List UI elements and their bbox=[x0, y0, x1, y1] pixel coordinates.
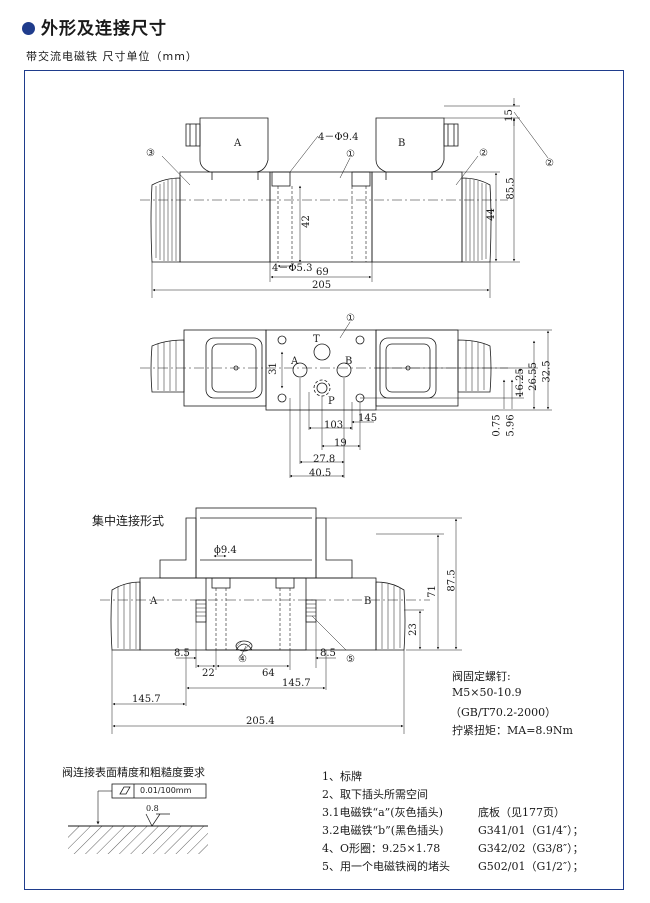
view3-dim-8-5-right: 8.5 bbox=[320, 648, 336, 659]
subplate-section-title: 集中连接形式 bbox=[92, 514, 165, 528]
view3-dim-71: 71 bbox=[426, 585, 438, 598]
note-3-left: 3.1电磁铁“a”(灰色插头) bbox=[322, 806, 443, 819]
view1-dim-69: 69 bbox=[316, 267, 329, 278]
left-coil-knurl bbox=[150, 177, 181, 263]
view1-dim-205: 205 bbox=[312, 280, 332, 291]
view3-dim-145-7-top: 145.7 bbox=[282, 678, 311, 689]
view3-dim-22: 22 bbox=[202, 668, 215, 679]
note-5-right: G342/02（G3/8″）； bbox=[478, 842, 584, 855]
view2-dim-5-96: 5.96 bbox=[505, 414, 517, 437]
view1-callout-2: ② bbox=[545, 158, 554, 169]
port-p-label: P bbox=[328, 396, 335, 407]
view2-dim-103: 103 bbox=[324, 420, 344, 431]
page-title: 外形及连接尺寸 bbox=[22, 14, 167, 39]
left-solenoid-body bbox=[179, 171, 271, 263]
view-top bbox=[140, 321, 552, 478]
view1-coil-a-label: A bbox=[234, 138, 242, 149]
roughness-value: 0.8 bbox=[146, 804, 159, 813]
view3-dim-205-4: 205.4 bbox=[246, 716, 275, 727]
view1-dim-15: 15 bbox=[503, 109, 515, 122]
bullet-dot bbox=[22, 22, 35, 35]
view1-callout-2-coil: ② bbox=[479, 148, 488, 159]
right-solenoid-body bbox=[371, 171, 463, 263]
screw-info-torque: 拧紧扭矩：MA=8.9Nm bbox=[452, 724, 573, 737]
page-subtitle: 带交流电磁铁 尺寸单位（mm） bbox=[26, 50, 198, 63]
surface-spec bbox=[68, 783, 208, 854]
screw-info-standard: （GB/T70.2-2000） bbox=[450, 706, 557, 719]
drawing-frame bbox=[24, 70, 624, 890]
flatness-value: 0.01/100mm bbox=[140, 786, 192, 795]
view1-coil-b-label: B bbox=[398, 138, 406, 149]
view2-dim-0-75: 0.75 bbox=[491, 414, 503, 437]
screw-info-spec: M5×50-10.9 bbox=[452, 686, 522, 699]
view3-dim-64: 64 bbox=[262, 668, 275, 679]
right-coil-knurl bbox=[461, 177, 492, 263]
view1-dim-44: 44 bbox=[485, 208, 497, 221]
view3-coil-b-label: B bbox=[364, 596, 372, 607]
view1-hole-label: 4－Φ9.4 bbox=[318, 132, 359, 143]
view3-dim-23: 23 bbox=[407, 623, 419, 636]
view2-callout-1: ① bbox=[346, 313, 355, 324]
valve-body-side bbox=[269, 171, 373, 263]
note-4-right: G341/01（G1/4″）； bbox=[478, 824, 584, 837]
view2-dim-31: 31 bbox=[267, 362, 279, 375]
left-plug bbox=[199, 117, 269, 173]
view-side bbox=[140, 98, 549, 298]
view3-coil-a-label: A bbox=[150, 596, 158, 607]
view1-dim-42: 42 bbox=[300, 215, 312, 228]
view2-dim-16-25: 16.25 bbox=[514, 368, 526, 397]
note-1-left: 1、标牌 bbox=[322, 770, 362, 783]
page-title-text: 外形及连接尺寸 bbox=[41, 19, 167, 39]
view3-dim-87-5: 87.5 bbox=[446, 569, 458, 592]
view3-callout-4: ④ bbox=[238, 654, 247, 665]
view1-callout-1: ① bbox=[346, 149, 355, 160]
view1-dim-85-5: 85.5 bbox=[505, 177, 517, 200]
note-6-right: G502/01（G1/2″）； bbox=[478, 860, 584, 873]
view3-dim-8-5-left: 8.5 bbox=[174, 648, 190, 659]
view2-dim-27-8: 27.8 bbox=[313, 454, 336, 465]
note-3-right: 底板（见177页） bbox=[478, 806, 565, 819]
screw-info-title: 阀固定螺钉: bbox=[452, 670, 511, 683]
view1-counterbore-label: 4－Φ5.3 bbox=[272, 263, 313, 274]
view3-dim-145-7-bottom: 145.7 bbox=[132, 694, 161, 705]
view2-dim-145: 145 bbox=[358, 413, 378, 424]
note-2-left: 2、取下插头所需空间 bbox=[322, 788, 428, 801]
view2-dim-26-55: 26.55 bbox=[527, 362, 539, 391]
port-a-label: A bbox=[291, 356, 299, 367]
view1-callout-3: ③ bbox=[146, 148, 155, 159]
surface-title: 阀连接表面精度和粗糙度要求 bbox=[62, 766, 205, 779]
view2-dim-40-5: 40.5 bbox=[309, 468, 332, 479]
port-t-label: T bbox=[313, 334, 320, 345]
view3-callout-5: ⑤ bbox=[346, 654, 355, 665]
port-b-label: B bbox=[345, 356, 353, 367]
note-4-left: 3.2电磁铁“b”(黑色插头) bbox=[322, 824, 444, 837]
note-6-left: 5、用一个电磁铁阀的堵头 bbox=[322, 860, 450, 873]
view-subplate bbox=[100, 507, 462, 734]
right-plug bbox=[375, 117, 445, 173]
view3-hole-label: ϕ9.4 bbox=[214, 545, 237, 556]
note-5-left: 4、O形圈：9.25×1.78 bbox=[322, 842, 441, 855]
view2-dim-19: 19 bbox=[334, 438, 347, 449]
valve-body-top bbox=[265, 329, 377, 411]
view2-dim-32-5: 32.5 bbox=[541, 360, 553, 383]
